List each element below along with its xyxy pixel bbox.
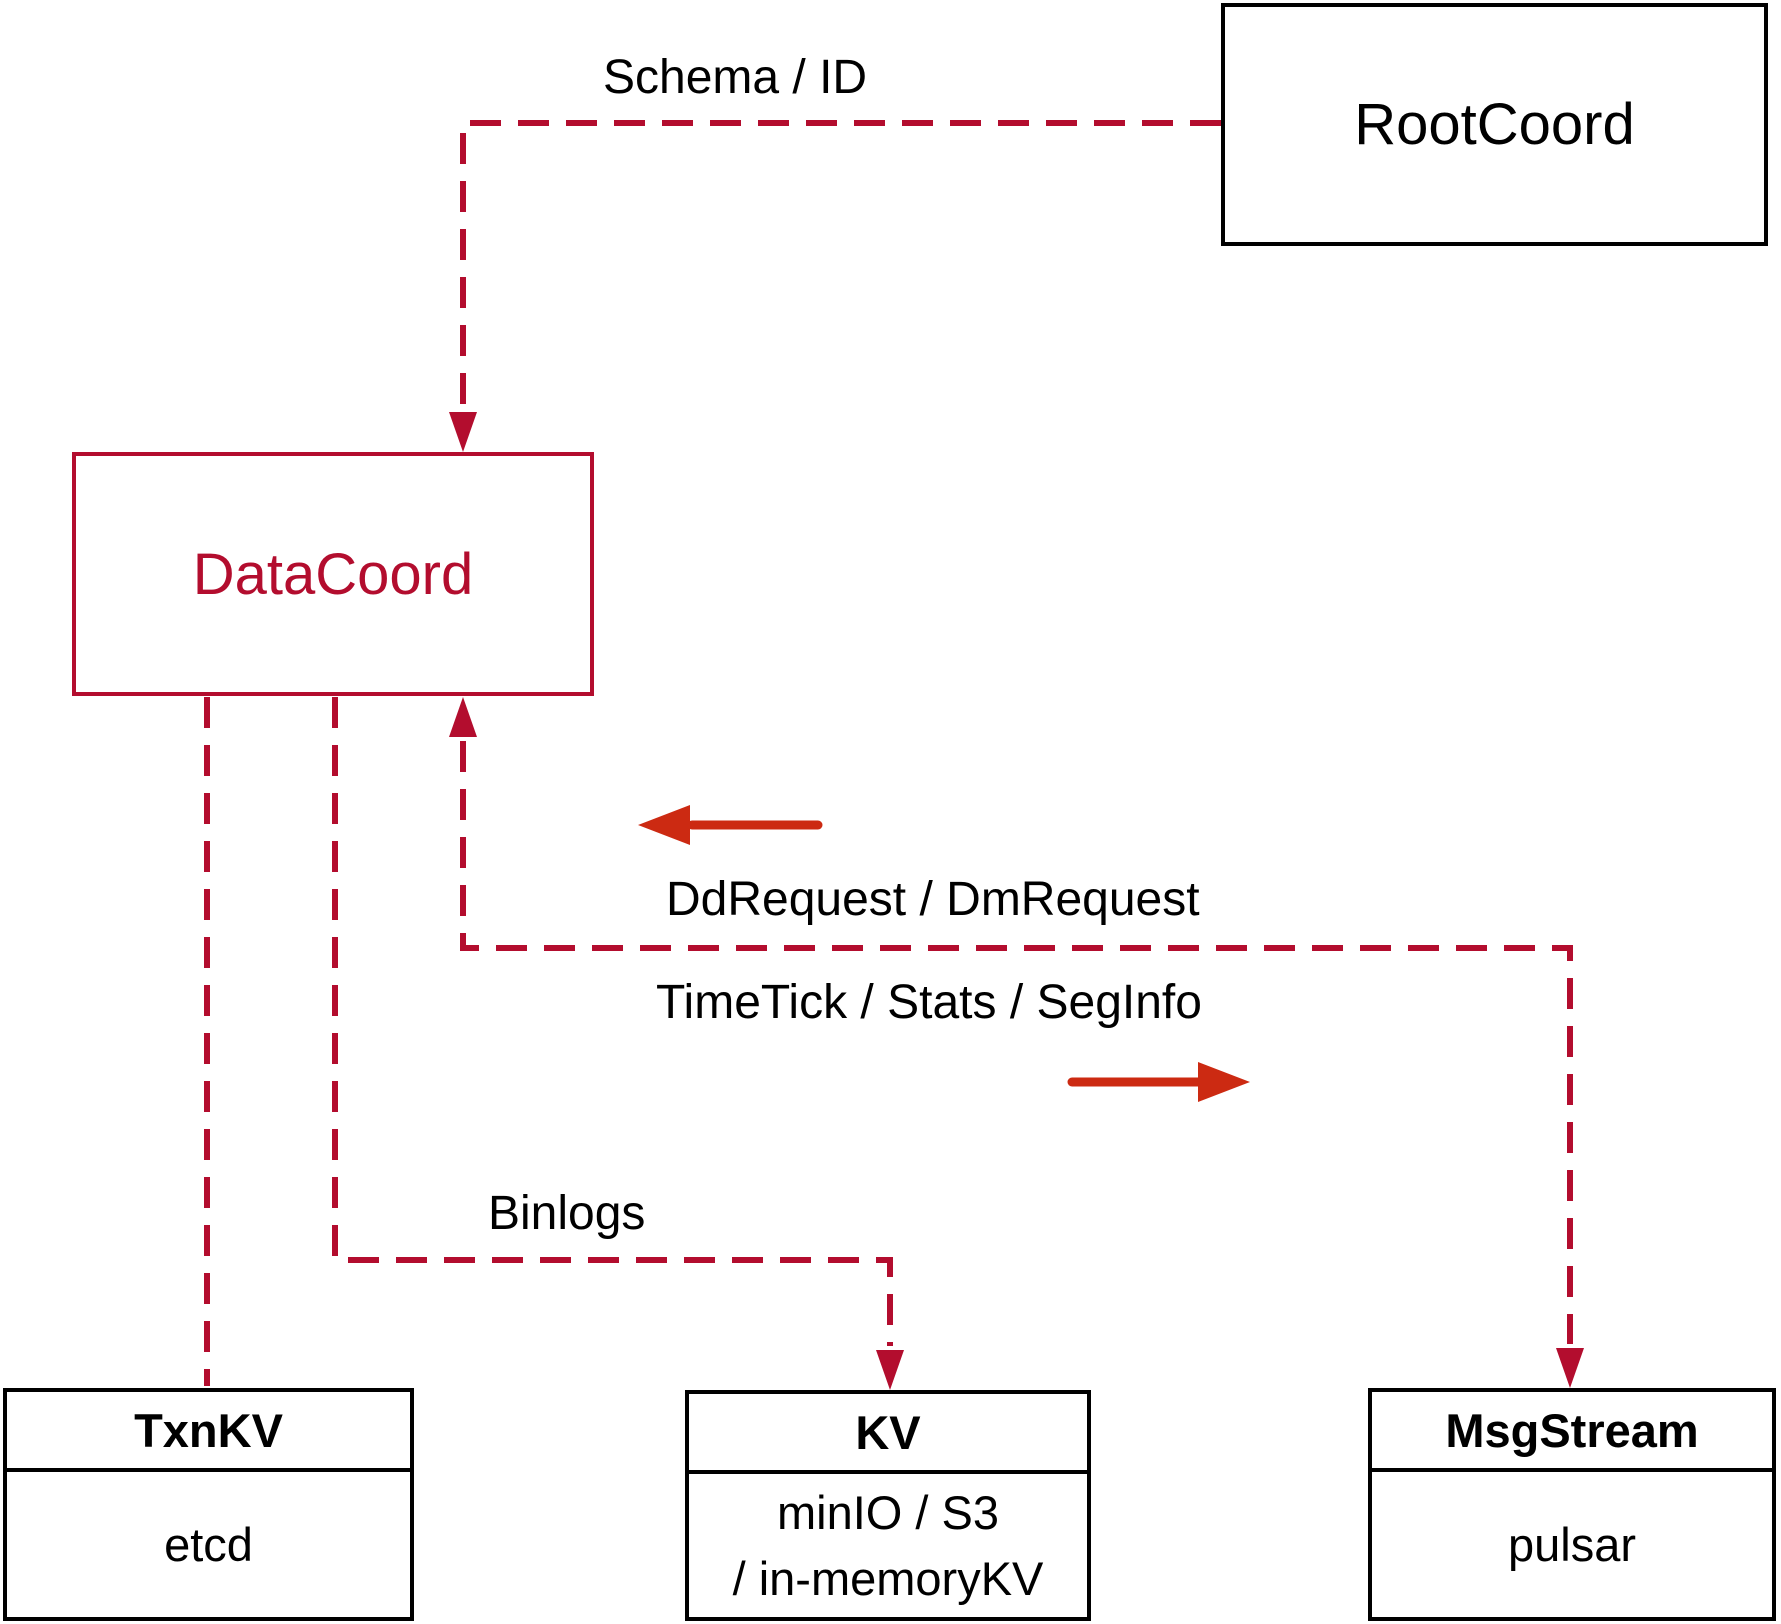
msgstream-body: pulsar [1372, 1472, 1772, 1617]
txnkv-node: TxnKV etcd [3, 1388, 414, 1621]
datacoord-node: DataCoord [72, 452, 594, 696]
msgstream-title: MsgStream [1372, 1392, 1772, 1472]
edge-label-schema-id: Schema / ID [603, 51, 868, 104]
msgstream-node: MsgStream pulsar [1368, 1388, 1776, 1621]
arrowhead-down-msgstream-icon [1556, 1348, 1584, 1388]
txnkv-title: TxnKV [7, 1392, 410, 1472]
edge-label-binlogs: Binlogs [488, 1187, 646, 1240]
edge-schema-id-line [460, 120, 1221, 408]
arrowhead-down-datacoord-icon [449, 412, 477, 452]
arrowhead-up-datacoord-icon [449, 697, 477, 737]
rootcoord-label: RootCoord [1354, 92, 1635, 157]
kv-body-line2: / in-memoryKV [732, 1551, 1044, 1605]
txnkv-body: etcd [7, 1472, 410, 1617]
edge-label-timetick-stats-seginfo: TimeTick / Stats / SegInfo [656, 976, 1202, 1029]
solid-right-arrow-icon [1198, 1062, 1250, 1102]
kv-body: minIO / S3 / in-memoryKV [689, 1474, 1087, 1617]
kv-body-line1: minIO / S3 [776, 1485, 999, 1539]
arrowhead-down-kv-icon [876, 1350, 904, 1390]
msgstream-body-text: pulsar [1507, 1517, 1636, 1571]
rootcoord-node: RootCoord [1221, 3, 1768, 246]
edge-binlogs-line [332, 697, 893, 1346]
txnkv-body-text: etcd [164, 1517, 253, 1571]
edge-timetick-line [460, 741, 1573, 1344]
edge-label-dd-dm-request: DdRequest / DmRequest [666, 873, 1200, 926]
solid-left-arrow-icon [638, 805, 690, 845]
datacoord-label: DataCoord [192, 541, 474, 607]
kv-node: KV minIO / S3 / in-memoryKV [685, 1390, 1091, 1621]
kv-title: KV [689, 1394, 1087, 1474]
